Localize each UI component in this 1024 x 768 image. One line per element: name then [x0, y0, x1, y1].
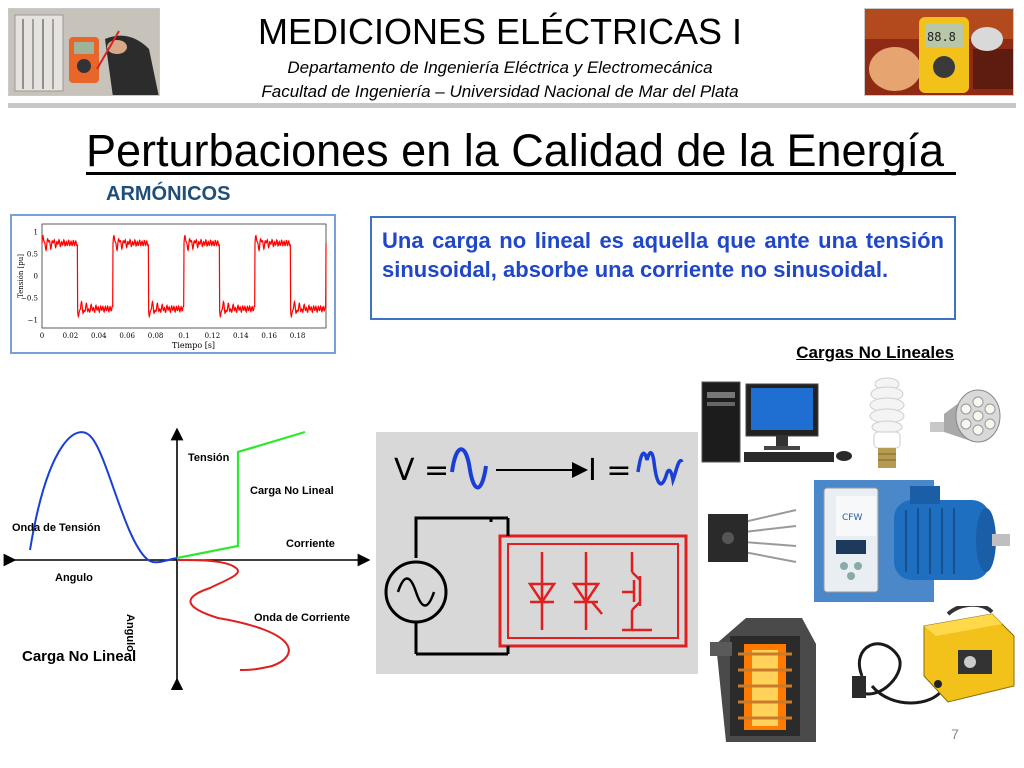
plot-xtick-label: 0.18 [290, 332, 306, 340]
plot-xtick-label: 0.12 [205, 332, 221, 340]
distorted-wave-icon [636, 451, 684, 487]
plot-xtick-label: 0.08 [148, 332, 164, 340]
multimeter-photo-left [8, 8, 160, 96]
definition-box: Una carga no lineal es aquella que ante … [370, 216, 956, 320]
plot-xtick-label: 0.02 [63, 332, 79, 340]
voltage-equals-label: V = [394, 453, 449, 488]
diode-icon [527, 552, 557, 630]
label-current-axis: Corriente [286, 538, 335, 550]
section-label: ARMÓNICOS [106, 183, 231, 205]
svg-text:CFW: CFW [842, 513, 862, 523]
header-divider [8, 103, 1016, 108]
nonlinear-characteristic-curve [176, 430, 306, 560]
label-angle-vertical: Angulo [124, 614, 136, 652]
plot-ytick-label: −1 [28, 317, 38, 325]
label-nonlinear-curve: Carga No Lineal [250, 485, 334, 497]
plot-xtick-label: 0 [40, 332, 44, 340]
page-number: 7 [951, 726, 959, 742]
igbt-icon [622, 552, 652, 632]
cfl-bulb-illustration [862, 374, 912, 474]
sine-symbol-icon [450, 447, 488, 490]
department-line: Departamento de Ingeniería Eléctrica y E… [287, 58, 713, 77]
plot-xtick-label: 0.1 [178, 332, 189, 340]
nonlinear-loads-label: Cargas No Lineales [796, 343, 954, 362]
square-wave-trace [41, 234, 327, 319]
plot-ytick-label: 0 [34, 273, 38, 281]
voltage-wave-curve [29, 431, 178, 564]
plot-xtick-label: 0.04 [91, 332, 107, 340]
plot-xtick-label: 0.14 [233, 332, 249, 340]
plot-xtick-label: 0.16 [261, 332, 277, 340]
svg-text:88.8: 88.8 [927, 30, 956, 44]
plot-xlabel: Tiempo [s] [172, 341, 215, 350]
plot-ytick-label: −0.5 [21, 295, 38, 303]
label-tension: Tensión [188, 452, 230, 464]
faculty-line: Facultad de Ingeniería – Universidad Nac… [261, 82, 739, 101]
thyristor-icon [571, 552, 603, 630]
plot-ylabel: Tensión [pu] [17, 254, 25, 298]
multimeter-photo-right: 88.8 [864, 8, 1014, 96]
label-angle-horizontal: Angulo [55, 572, 93, 584]
led-lamp-illustration [928, 384, 1008, 444]
harmonic-waveform-plot: 1 0.5 0 −0.5 −1 0 0.02 0.04 0.06 0.08 0.1 0.12 0.14… [10, 214, 336, 354]
course-title: MEDICIONES ELÉCTRICAS I [257, 11, 743, 52]
slide-title: Perturbaciones en la Calidad de la Energ… [86, 125, 945, 176]
vfd-motor-illustration: CFW [814, 480, 1012, 602]
title-underline [86, 172, 956, 175]
current-wave-curve [176, 559, 290, 671]
plot-ytick-label: 0.5 [27, 251, 38, 259]
plot-xtick-label: 0.06 [119, 332, 135, 340]
computer-illustration [698, 378, 858, 470]
welding-machine-illustration [852, 602, 1018, 716]
label-current-wave: Onda de Corriente [254, 612, 350, 624]
circuit-diagram: V = I = [376, 432, 698, 674]
label-voltage-wave: Onda de Tensión [12, 522, 101, 534]
bridge-rectifier-illustration [704, 500, 800, 580]
label-nonlinear-load: Carga No Lineal [22, 648, 137, 665]
nonlinear-load-diagram: Tensión Carga No Lineal Onda de Tensión … [0, 420, 370, 690]
nonlinear-load-box [498, 534, 688, 648]
induction-furnace-illustration [706, 614, 826, 744]
current-equals-label: I = [588, 453, 632, 488]
plot-ytick-label: 1 [34, 229, 38, 237]
